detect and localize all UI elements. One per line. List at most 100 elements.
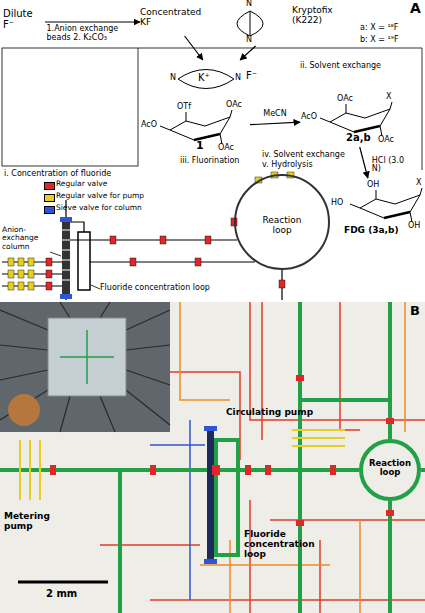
node-text: K⁺ [198,72,216,83]
reagent-label: 1.Anion exchange beads 2. K₂CO₃ [47,25,141,43]
structure-node: K⁺ F⁻ [168,60,268,100]
part-label: Fluoride concentration loop [244,530,324,560]
atom-label: AcO [301,113,317,122]
node-text: FDG (3a,b) [344,226,408,236]
pump-valve [28,282,34,290]
pump-valve [18,282,24,290]
anion-exchange-column [62,222,70,294]
part-label: a: X = ¹⁸F [360,24,398,33]
part-label: B [410,304,420,318]
valve [50,465,56,475]
atom-label: OH [367,181,379,190]
pump-line [20,430,345,500]
sugar-ring [350,188,422,222]
sieve-valve [60,217,72,222]
valve [296,520,304,526]
structure-node: Kryptofix (K222) [210,0,352,46]
part-label: Metering pump [4,512,64,532]
atom-label: N [170,74,176,83]
control-line [180,302,405,613]
leader-line [50,252,100,289]
step-frame [2,48,138,166]
valve [46,282,52,290]
part-label: v. Hydrolysis [262,161,313,170]
part-label: iii. Fluorination [180,157,239,166]
chip-channel [60,330,114,384]
valve [296,375,304,381]
sugar-ring [320,102,392,136]
valve [212,465,220,475]
legend-text: Regular valve [56,180,107,188]
loop-ring [235,175,329,269]
node-text: Concentrated KF [140,8,208,28]
scale-bar [18,581,108,584]
atom-label: OAc [337,95,353,104]
pump-valve [28,270,34,278]
pump-valve [8,258,14,266]
part-label: Circulating pump [226,408,313,418]
valve [150,465,156,475]
atom-label: AcO [141,121,157,130]
pump-valve [28,258,34,266]
legend-text: Regular valve for pump [56,192,144,200]
part-label: i. Concentration of fluoride [4,170,111,179]
valve [46,258,52,266]
regular-valves [46,218,285,290]
valve [130,258,136,266]
tubing [0,302,170,432]
valve [386,510,394,516]
valve [160,236,166,244]
part-label: ii. Solvent exchange [300,62,381,71]
reaction-arrow [240,46,255,60]
atom-label: OAc [378,136,394,145]
node-text: 2a,b [346,132,380,143]
valve [195,258,201,266]
valve [245,465,251,475]
atom-label: N [246,36,252,45]
ring-bonds [160,110,232,144]
pump-valves [8,172,294,290]
loop-circle: Reaction loop [234,174,330,270]
part-label: b: X = ¹⁹F [360,36,399,45]
ring-bonds [350,188,422,222]
legend-swatch [44,206,55,214]
structure-node: Dilute F⁻ [3,8,45,36]
atom-label: OAc [226,101,242,110]
atom-label: X [386,93,391,102]
sieve-valve [204,426,217,431]
valve [46,270,52,278]
pump-valve [8,282,14,290]
step-frame [138,48,422,170]
node-text: Kryptofix (K222) [292,6,350,26]
reagent-label: HCl (3.0 N) [372,157,414,175]
valve [205,236,211,244]
sieve-valve [204,559,217,564]
node-text: F⁻ [246,70,264,81]
pump-valve [18,258,24,266]
part-label: Anion-exchange column [2,226,60,251]
atom-label: N [235,74,241,83]
node-text: Reaction loop [252,216,312,236]
fluid-channel [0,302,425,613]
node-text: Dilute F⁻ [3,8,45,30]
node-text: 1 [196,140,210,152]
loop-circle: Reaction loop [359,439,421,501]
loop-ring [361,441,419,499]
legend-swatch [44,194,55,202]
atom-label: OAc [218,144,234,153]
channel-line [2,200,282,300]
cryptand-complex [178,70,234,89]
chip [48,318,126,396]
atom-label: X [416,179,421,188]
penny [8,394,40,426]
structure-node: Concentrated KF [140,8,208,36]
cryptand-structure [237,11,263,36]
valve [330,465,336,475]
column-hatch [62,230,70,280]
wedge-bond [354,126,380,132]
sugar-ring [160,110,232,144]
legend-text: Sieve valve for column [56,204,142,212]
control-line [150,420,205,600]
